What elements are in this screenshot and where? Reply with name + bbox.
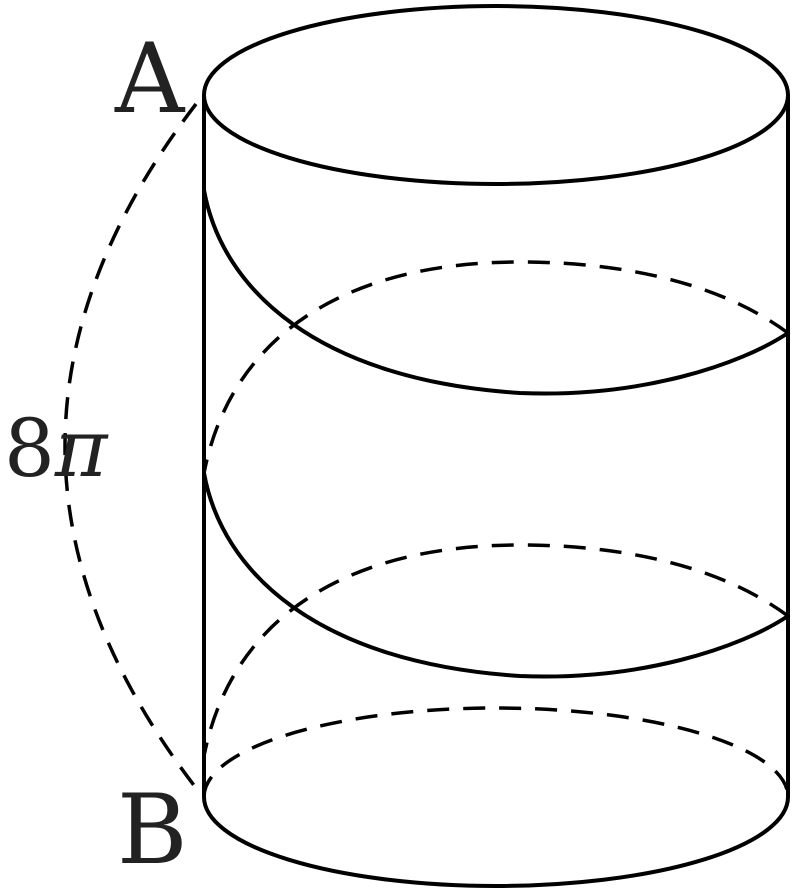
cylinder-bottom-back-arc xyxy=(202,706,790,798)
helix-back-segment-1 xyxy=(202,260,790,474)
point-label-b: B xyxy=(117,774,188,886)
length-label: 8π xyxy=(4,402,109,495)
helix-front-segment-1 xyxy=(202,188,790,396)
length-label-value: 8 xyxy=(4,402,55,495)
point-label-a: A xyxy=(114,23,186,135)
cylinder-bottom-front-arc xyxy=(202,795,790,888)
cylinder-top-face xyxy=(202,4,790,186)
helix-front-segment-2 xyxy=(202,471,790,679)
length-label-pi-symbol: π xyxy=(54,402,109,495)
helix-back-segment-2 xyxy=(202,543,790,757)
length-dimension-arc xyxy=(63,102,198,790)
